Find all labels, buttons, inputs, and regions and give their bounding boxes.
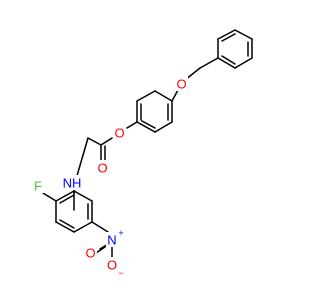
c-f-bond (42, 192, 57, 202)
ester-oxygen-atom: O (113, 125, 126, 141)
nh-group-label: NH (63, 176, 82, 191)
nitro-nitrogen-charge: + (118, 228, 123, 238)
ether-to-ring-bond (171, 89, 179, 102)
ether-oxygen-atom: O (175, 76, 188, 92)
carbonyl-oxygen-label: O (97, 161, 107, 176)
carbamate-linkage (87, 121, 138, 165)
nitro-nitrogen-atom: N + (106, 228, 124, 248)
benzyl-phenyl-ring (217, 29, 253, 69)
nitro-group-bonds (91, 221, 113, 259)
fluoronitrophenyl-ring (55, 190, 93, 233)
carbonyl-oxygen-atom: O (96, 160, 109, 176)
nitro-nitrogen-label: N (107, 233, 116, 248)
ether-oxygen-label: O (176, 77, 186, 92)
molecule-structure-diagram: O O O NH F N + O O − (32, 29, 253, 278)
nitro-oxygen-bottom-charge: − (118, 268, 123, 278)
nitro-oxygen-bottom-label: O (107, 258, 117, 273)
nitro-oxygen-top-atom: O (84, 245, 97, 261)
fluorine-label: F (34, 179, 42, 194)
fluorine-atom: F (32, 178, 44, 194)
nitro-oxygen-bottom-atom: O − (106, 257, 124, 278)
central-phenylene-ring (136, 90, 173, 133)
nitro-oxygen-top-label: O (85, 246, 95, 261)
nh-group-atom: NH (60, 137, 89, 191)
ester-oxygen-label: O (114, 126, 124, 141)
benzyl-methylene-linker (184, 57, 219, 81)
